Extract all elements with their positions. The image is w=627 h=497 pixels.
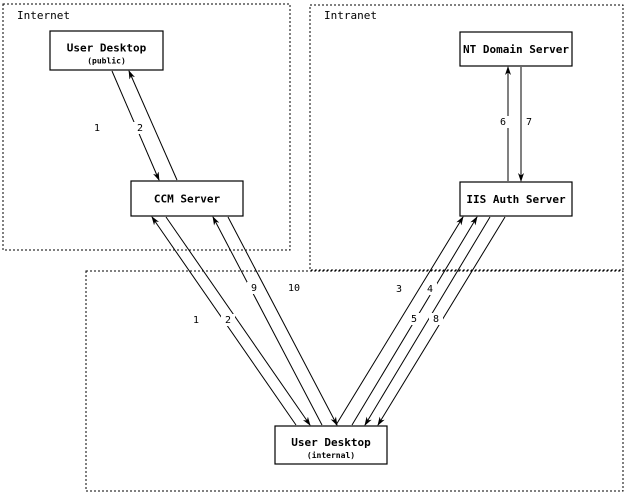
node-user-desktop-public[interactable]: User Desktop(public) <box>49 30 164 71</box>
flow-step-label-1: 1 <box>193 315 199 326</box>
flow-arrow-4-iis-auth-server-to-user-desktop-internal <box>364 216 491 426</box>
flow-label-backdrop-4 <box>423 283 437 295</box>
flow-arrow-5-user-desktop-internal-to-iis-auth-server <box>335 216 464 426</box>
flow-step-label-2: 2 <box>225 315 231 326</box>
node-box-nt-domain-server <box>459 31 573 67</box>
node-box-ccm-server <box>130 180 244 217</box>
flow-step-label-9: 9 <box>251 283 257 294</box>
node-title-user-desktop-public: User Desktop <box>67 42 147 55</box>
flow-step-label-2: 2 <box>137 123 143 134</box>
flow-arrow-9-user-desktop-internal-to-ccm-server <box>212 216 323 426</box>
flow-label-backdrop-7 <box>522 116 536 128</box>
node-title-ccm-server: CCM Server <box>154 193 221 206</box>
zone-boundary-internal <box>85 270 624 492</box>
flow-step-label-5: 5 <box>411 314 417 325</box>
flow-label-backdrop-3 <box>392 283 406 295</box>
node-ccm-server[interactable]: CCM Server <box>130 180 244 217</box>
flow-connectors <box>111 66 524 426</box>
node-title-iis-auth-server: IIS Auth Server <box>466 193 566 206</box>
zone-boundaries: Internet Intranet <box>2 3 624 492</box>
flow-arrow-2-ccm-server-to-user-desktop-internal <box>165 216 311 426</box>
flow-step-label-6: 6 <box>500 117 506 128</box>
flow-label-backdrop-6 <box>496 116 510 128</box>
flow-label-backdrop-2 <box>133 122 147 134</box>
flow-arrow-10-ccm-server-to-user-desktop-internal <box>227 216 338 426</box>
node-nt-domain-server[interactable]: NT Domain Server <box>459 31 573 67</box>
flow-step-label-1: 1 <box>94 123 100 134</box>
flow-label-backdrop-10 <box>287 282 301 294</box>
node-title-nt-domain-server: NT Domain Server <box>463 43 569 56</box>
zone-boundary-intranet <box>309 4 624 271</box>
node-box-iis-auth-server <box>459 181 573 217</box>
flow-label-backdrop-2 <box>221 314 235 326</box>
flow-step-labels: 1 2 6 7 1 2 9 10 3 4 5 8 <box>90 116 536 326</box>
node-iis-auth-server[interactable]: IIS Auth Server <box>459 181 573 217</box>
zone-boundary-internet <box>2 3 291 251</box>
node-title-user-desktop-internal: User Desktop <box>291 436 371 449</box>
zone-label-internet: Internet <box>17 9 70 22</box>
flow-label-backdrop-1 <box>189 314 203 326</box>
node-box-user-desktop-public <box>49 30 164 71</box>
node-user-desktop-internal[interactable]: User Desktop(internal) <box>274 425 388 465</box>
flow-step-label-3: 3 <box>396 284 402 295</box>
flow-step-label-4: 4 <box>427 284 433 295</box>
zone-label-intranet: Intranet <box>324 9 377 22</box>
flow-label-backdrop-5 <box>407 313 421 325</box>
flow-label-backdrop-9 <box>247 282 261 294</box>
flow-step-label-8: 8 <box>433 314 439 325</box>
flow-arrow-2-ccm-server-to-user-desktop-public <box>128 70 178 181</box>
node-subtitle-user-desktop-public: (public) <box>87 56 126 66</box>
flow-label-backdrop-1 <box>90 122 104 134</box>
flow-step-label-7: 7 <box>526 117 532 128</box>
flow-step-label-10: 10 <box>288 283 300 294</box>
node-box-user-desktop-internal <box>274 425 388 465</box>
node-subtitle-user-desktop-internal: (internal) <box>307 450 355 460</box>
flow-label-backdrop-8 <box>429 313 443 325</box>
